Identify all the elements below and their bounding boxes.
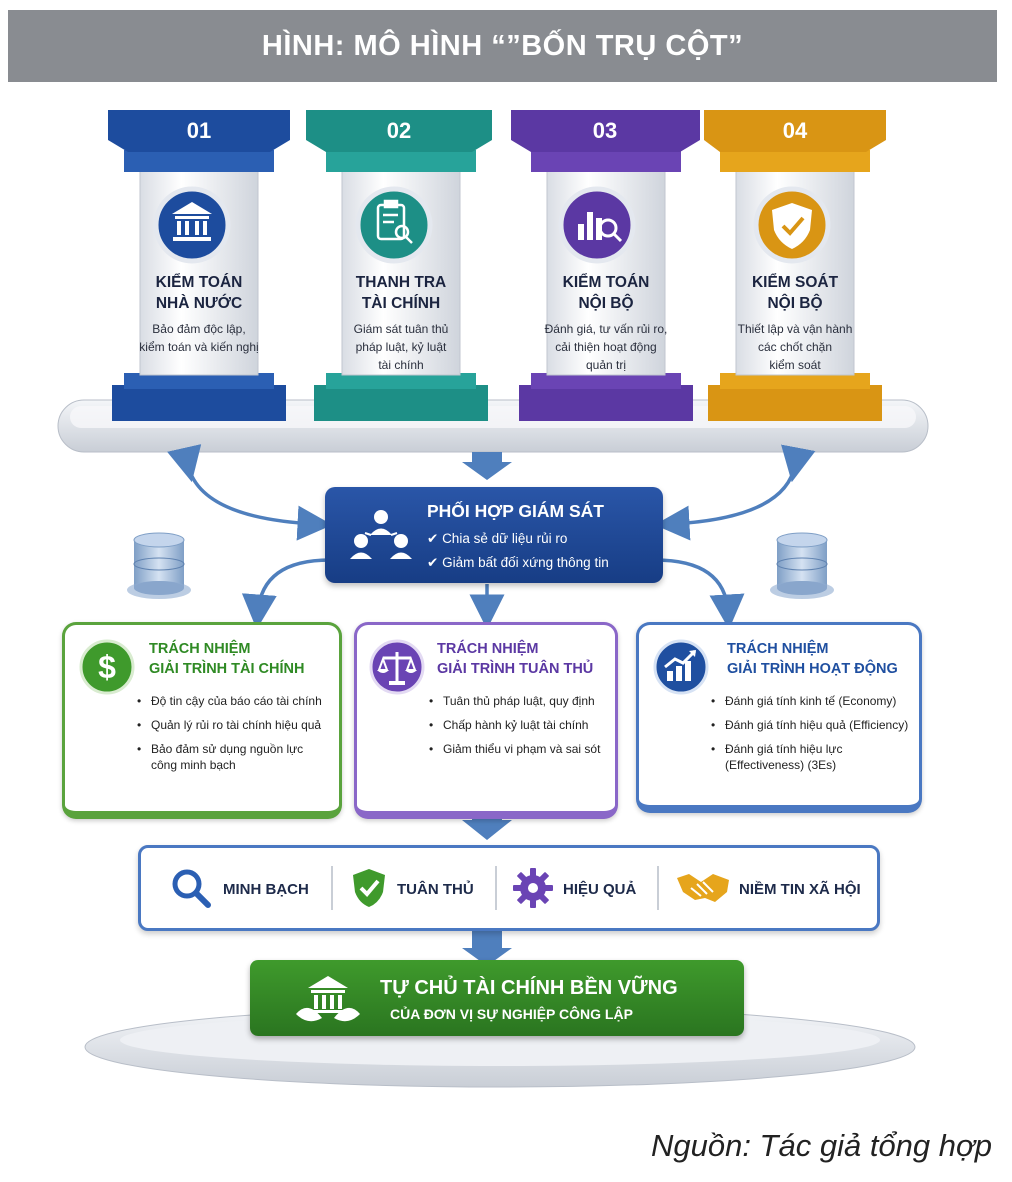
divider — [331, 866, 333, 910]
list-item: Tuân thủ pháp luật, quy định — [429, 693, 609, 709]
database-icon-right — [770, 532, 834, 599]
team-network-icon — [350, 510, 412, 559]
coordination-item: ✔ Giảm bất đối xứng thông tin — [427, 555, 609, 570]
figure-title: HÌNH: MÔ HÌNH “”BỐN TRỤ CỘT” — [8, 10, 997, 82]
pillar-3-desc: Đánh giá, tư vấn rủi ro,cải thiện hoạt đ… — [544, 322, 668, 372]
source-caption: Nguồn: Tác giả tổng hợp — [650, 1128, 992, 1163]
bank-icon — [172, 202, 212, 241]
pillar-1-desc: Bảo đảm độc lập,kiểm toán và kiến nghị — [139, 322, 259, 354]
sustainable-institution-icon — [296, 976, 360, 1022]
final-goal-banner: TỰ CHỦ TÀI CHÍNH BỀN VỮNG CỦA ĐƠN VỊ SỰ … — [250, 960, 744, 1036]
divider — [657, 866, 659, 910]
list-item: Đánh giá tính hiệu lực (Effectiveness) (… — [711, 741, 911, 773]
list-item: Độ tin cậy của báo cáo tài chính — [137, 693, 331, 709]
coordination-title: PHỐI HỢP GIÁM SÁT — [427, 501, 604, 521]
list-item: Giảm thiểu vi phạm và sai sót — [429, 741, 609, 757]
chart-search-icon — [578, 212, 623, 243]
database-icon-left — [127, 532, 191, 599]
shield-check-icon — [353, 869, 385, 907]
outcomes-bar: MINH BẠCH TUÂN THỦ HIỆU QUẢ NIỀM TIN XÃ … — [138, 845, 880, 931]
divider — [495, 866, 497, 910]
list-item: Chấp hành kỷ luật tài chính — [429, 717, 609, 733]
coordination-item: ✔ Chia sẻ dữ liệu rủi ro — [427, 531, 568, 546]
list-item: Đánh giá tính kinh tế (Economy) — [711, 693, 911, 709]
magnifier-icon — [172, 869, 211, 908]
svg-text:$: $ — [98, 649, 116, 685]
final-goal-subtitle: CỦA ĐƠN VỊ SỰ NGHIỆP CÔNG LẬP — [390, 1006, 633, 1022]
scales-icon — [369, 639, 425, 695]
list-item: Bảo đảm sử dụng nguồn lực công minh bạch — [137, 741, 331, 773]
gear-icon — [513, 868, 553, 908]
outcome-label: NIỀM TIN XÃ HỘI — [739, 881, 861, 898]
final-goal-title: TỰ CHỦ TÀI CHÍNH BỀN VỮNG — [380, 977, 678, 999]
card-items: Độ tin cậy của báo cáo tài chính Quản lý… — [137, 693, 331, 781]
outcome-label: TUÂN THỦ — [397, 881, 474, 898]
card-items: Đánh giá tính kinh tế (Economy) Đánh giá… — [711, 693, 911, 781]
coordination-box: PHỐI HỢP GIÁM SÁT ✔ Chia sẻ dữ liệu rủi … — [325, 487, 663, 583]
pillar-columns — [108, 110, 886, 421]
curved-arrows — [167, 444, 816, 630]
dollar-icon: $ — [79, 639, 135, 695]
list-item: Quản lý rủi ro tài chính hiệu quả — [137, 717, 331, 733]
handshake-icon — [677, 874, 729, 902]
clipboard-search-icon — [376, 199, 413, 244]
growth-chart-icon — [653, 639, 709, 695]
outcome-label: HIỆU QUẢ — [563, 881, 637, 898]
list-item: Đánh giá tính hiệu quả (Efficiency) — [711, 717, 911, 733]
shield-check-icon — [772, 203, 812, 249]
card-items: Tuân thủ pháp luật, quy định Chấp hành k… — [429, 693, 609, 765]
outcome-label: MINH BẠCH — [223, 881, 309, 898]
